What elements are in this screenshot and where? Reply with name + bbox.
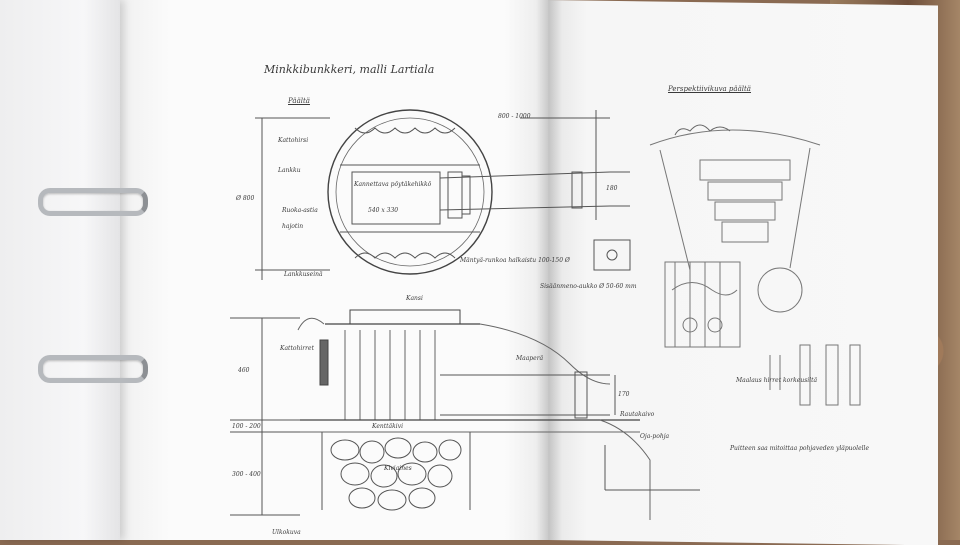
dim-100-200: 100 - 200 bbox=[232, 423, 261, 430]
label-lankku: Lankku bbox=[278, 167, 301, 174]
label-ruokakaukalo: Ruoka-astia bbox=[282, 207, 318, 214]
top-view-label: Päältä bbox=[288, 97, 310, 105]
section-view bbox=[230, 309, 700, 520]
dim-180: 180 bbox=[606, 185, 618, 192]
label-mantyrunko: Mäntyä-runkoa halkaistu 100-150 Ø bbox=[460, 257, 570, 264]
label-kattohirsi: Kattohirsi bbox=[278, 137, 309, 144]
perspective-label: Perspektiivikuva päältä bbox=[668, 85, 751, 93]
label-kannettava: Kannettava pöytäkehikkö bbox=[354, 181, 432, 188]
dim-800-1000: 800 - 1000 bbox=[498, 113, 531, 120]
binder-cover bbox=[0, 0, 120, 540]
dim-170: 170 bbox=[618, 391, 630, 398]
label-hajotin: hajotin bbox=[282, 223, 304, 230]
dim-460: 460 bbox=[238, 367, 250, 374]
label-lankkuseina: Lankkuseinä bbox=[284, 271, 323, 278]
page-gutter-shadow bbox=[536, 0, 562, 540]
footer-label: Ulkokuva bbox=[272, 529, 301, 536]
drawing-title: Minkkibunkkeri, malli Lartiala bbox=[264, 63, 435, 76]
label-oja-pohja: Oja-pohja bbox=[640, 433, 670, 440]
dim-d800: Ø 800 bbox=[236, 195, 255, 202]
label-maapera: Maaperä bbox=[516, 355, 544, 362]
top-view-plan bbox=[255, 109, 631, 280]
left-page bbox=[118, 0, 548, 540]
label-sisaanmeno: Sisäänmeno-aukko Ø 50-60 mm bbox=[540, 283, 637, 290]
label-maalaus: Maalaus hirret korkeusiltä bbox=[736, 377, 818, 384]
binder-ring-bottom bbox=[38, 355, 148, 383]
binder-ring-top bbox=[38, 188, 148, 216]
label-kansi: Kansi bbox=[406, 295, 423, 302]
label-kiviaines: Kiviaines bbox=[384, 465, 412, 472]
label-kattohirret: Kattohirret bbox=[280, 345, 314, 352]
dim-300-400: 300 - 400 bbox=[232, 471, 261, 478]
label-mitat-kehikko: 540 x 330 bbox=[368, 207, 399, 214]
label-rautakaivo: Rautakaivo bbox=[620, 411, 655, 418]
label-kenttakivi: Kenttäkivi bbox=[372, 423, 403, 430]
perspective-view bbox=[649, 124, 861, 406]
label-puhkeaa: Puitteen saa mitoittaa pohjaveden yläpuo… bbox=[730, 445, 870, 452]
